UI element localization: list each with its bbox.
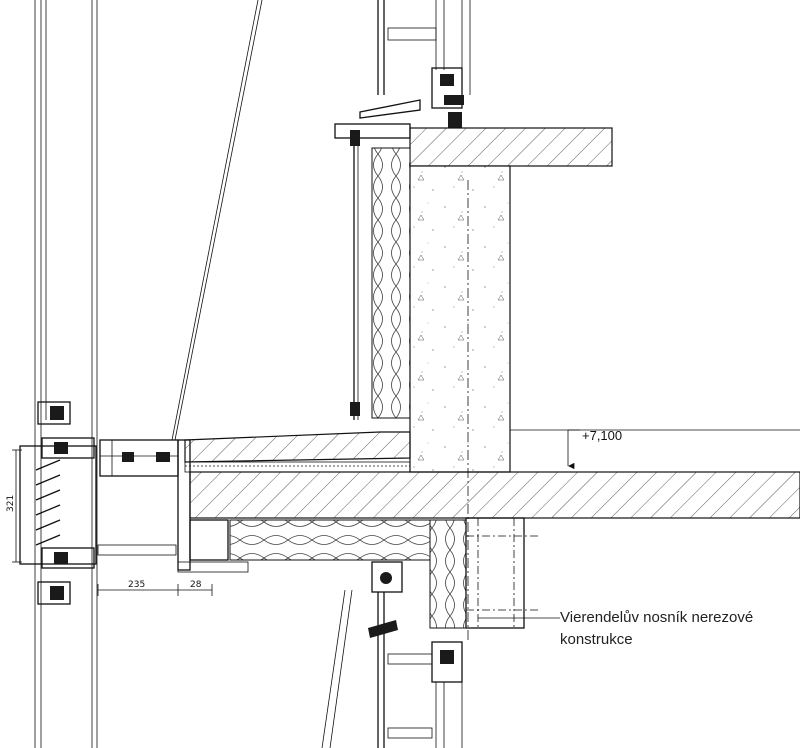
- upper-window-frame: [359, 0, 471, 128]
- concrete-wall: [409, 165, 511, 473]
- annotation-line2: konstrukce: [560, 631, 633, 648]
- level-marker: [510, 429, 800, 470]
- floor-slab: [189, 471, 800, 519]
- slab-edge-bracket: [97, 439, 249, 573]
- upper-slab: [409, 127, 613, 167]
- parapet-window: [334, 123, 411, 420]
- sunshade-louvres: [19, 401, 97, 605]
- lower-window-frame: [368, 561, 463, 748]
- beam-insulation: [429, 519, 467, 629]
- dimension-lines: [12, 449, 213, 596]
- level-label: +7,100: [582, 428, 622, 443]
- dimension-horizontal-right: 28: [190, 580, 202, 590]
- vierendeel-beam: [465, 517, 540, 629]
- soffit-insulation: [229, 519, 431, 561]
- annotation-line1: Vierendelův nosník nerezové: [560, 609, 753, 626]
- floor-build-up: [184, 431, 411, 473]
- dimension-horizontal-left: 235: [128, 580, 145, 590]
- inclined-glazing-lines: [171, 0, 353, 748]
- vertical-insulation: [371, 147, 411, 419]
- dimension-vertical: 321: [6, 495, 16, 512]
- curtain-wall-mullions: [34, 0, 98, 748]
